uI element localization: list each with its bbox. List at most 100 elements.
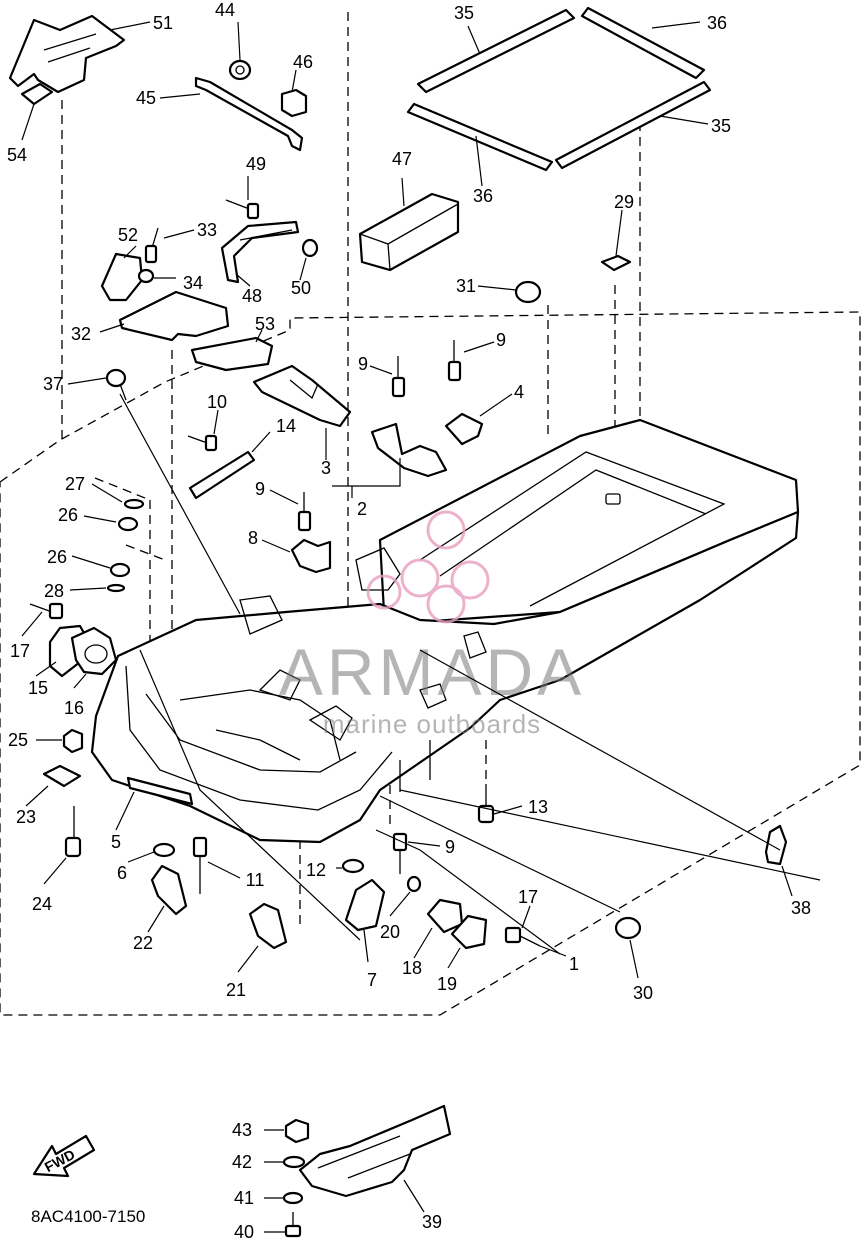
callout-15: 15 bbox=[28, 678, 48, 698]
part-49-screw bbox=[225, 199, 260, 220]
callout-35-lower: 35 bbox=[711, 116, 731, 136]
part-17-bolt-left bbox=[29, 602, 64, 620]
part-9-rivet-d bbox=[392, 832, 408, 874]
part-21-bracket bbox=[248, 902, 288, 950]
callout-48: 48 bbox=[242, 286, 262, 306]
callout-16: 16 bbox=[64, 698, 84, 718]
part-4-bracket bbox=[444, 412, 484, 446]
part-28-washer bbox=[106, 583, 126, 593]
part-54-pad bbox=[20, 82, 54, 106]
part-17-bolt-right bbox=[504, 926, 541, 947]
part-39-bracket bbox=[298, 1104, 452, 1198]
part-46-clip bbox=[280, 88, 308, 118]
callout-5: 5 bbox=[111, 832, 121, 852]
watermark: ARMADA marine outboards bbox=[279, 510, 585, 739]
callout-30: 30 bbox=[633, 983, 653, 1003]
callout-22: 22 bbox=[133, 933, 153, 953]
callout-35-upper: 35 bbox=[454, 3, 474, 23]
part-18-mount bbox=[426, 898, 464, 934]
part-45-rod bbox=[194, 76, 304, 152]
part-26-grommet-b bbox=[109, 562, 131, 578]
part-40-bolt bbox=[284, 1212, 302, 1238]
callout-45: 45 bbox=[136, 88, 156, 108]
callout-26-a: 26 bbox=[58, 505, 78, 525]
callout-29: 29 bbox=[614, 192, 634, 212]
callout-27: 27 bbox=[65, 474, 85, 494]
callout-33: 33 bbox=[197, 220, 217, 240]
callout-9-c: 9 bbox=[255, 479, 265, 499]
callout-41: 41 bbox=[234, 1188, 254, 1208]
part-51-bracket bbox=[8, 14, 126, 94]
part-8-bracket bbox=[290, 538, 332, 574]
callout-43: 43 bbox=[232, 1120, 252, 1140]
part-29-pad bbox=[600, 254, 632, 272]
callout-32: 32 bbox=[71, 324, 91, 344]
part-2-bracket bbox=[370, 422, 448, 478]
callout-7: 7 bbox=[367, 970, 377, 990]
callout-31: 31 bbox=[456, 276, 476, 296]
part-3-bracket bbox=[252, 364, 352, 428]
part-9-rivet-b bbox=[447, 340, 462, 382]
callout-4: 4 bbox=[514, 382, 524, 402]
part-24-bolt bbox=[64, 806, 82, 858]
callout-39: 39 bbox=[422, 1212, 442, 1232]
part-48-strap bbox=[220, 220, 300, 284]
part-35-strip-upper bbox=[416, 8, 576, 94]
callout-47: 47 bbox=[392, 149, 412, 169]
part-41-washer bbox=[282, 1191, 304, 1205]
callout-38: 38 bbox=[791, 898, 811, 918]
callout-23: 23 bbox=[16, 807, 36, 827]
part-38-clip bbox=[764, 824, 788, 866]
drawing-code: 8AC4100-7150 bbox=[31, 1207, 145, 1226]
watermark-logo-icon bbox=[366, 510, 490, 624]
part-35-strip-lower bbox=[554, 80, 712, 170]
callout-34: 34 bbox=[183, 273, 203, 293]
callout-3: 3 bbox=[321, 458, 331, 478]
part-43-nut bbox=[284, 1118, 310, 1144]
callout-8: 8 bbox=[248, 528, 258, 548]
part-19-mount bbox=[450, 914, 488, 950]
callout-36-lower: 36 bbox=[473, 186, 493, 206]
callout-46: 46 bbox=[293, 52, 313, 72]
callout-40: 40 bbox=[234, 1222, 254, 1242]
part-36-strip-upper bbox=[580, 6, 706, 80]
part-50-grommet bbox=[301, 238, 319, 258]
callout-21: 21 bbox=[226, 980, 246, 1000]
part-7-bracket bbox=[344, 878, 386, 932]
callout-28: 28 bbox=[44, 581, 64, 601]
part-25-nut bbox=[62, 728, 84, 754]
part-53-cover bbox=[190, 336, 274, 372]
part-10-screw bbox=[187, 434, 218, 452]
callout-14: 14 bbox=[276, 416, 296, 436]
part-32-plate bbox=[118, 290, 230, 342]
watermark-title: ARMADA bbox=[279, 635, 585, 709]
part-33-screw bbox=[144, 227, 159, 264]
part-36-strip-lower bbox=[406, 102, 554, 172]
callout-6: 6 bbox=[117, 863, 127, 883]
fwd-direction-arrow: FWD bbox=[32, 1134, 96, 1178]
callout-51: 51 bbox=[153, 13, 173, 33]
part-37-fastener bbox=[105, 368, 127, 401]
part-12-washer bbox=[341, 858, 365, 874]
callout-49: 49 bbox=[246, 154, 266, 174]
part-22-bracket bbox=[150, 864, 188, 916]
part-5-rail bbox=[126, 776, 194, 806]
callout-37: 37 bbox=[43, 374, 63, 394]
callout-52: 52 bbox=[118, 225, 138, 245]
callout-20: 20 bbox=[380, 922, 400, 942]
callout-13: 13 bbox=[528, 797, 548, 817]
part-6-grommet bbox=[152, 842, 176, 858]
part-14-plate bbox=[188, 450, 256, 500]
part-9-rivet-c bbox=[297, 492, 312, 532]
callout-42: 42 bbox=[232, 1152, 252, 1172]
callout-18: 18 bbox=[402, 958, 422, 978]
callout-36-upper: 36 bbox=[707, 13, 727, 33]
callout-9-d: 9 bbox=[445, 837, 455, 857]
callout-9-b: 9 bbox=[496, 330, 506, 350]
callout-9-a: 9 bbox=[358, 354, 368, 374]
part-20-grommet bbox=[406, 875, 422, 893]
part-9-rivet-a bbox=[391, 356, 406, 398]
callout-19: 19 bbox=[437, 974, 457, 994]
